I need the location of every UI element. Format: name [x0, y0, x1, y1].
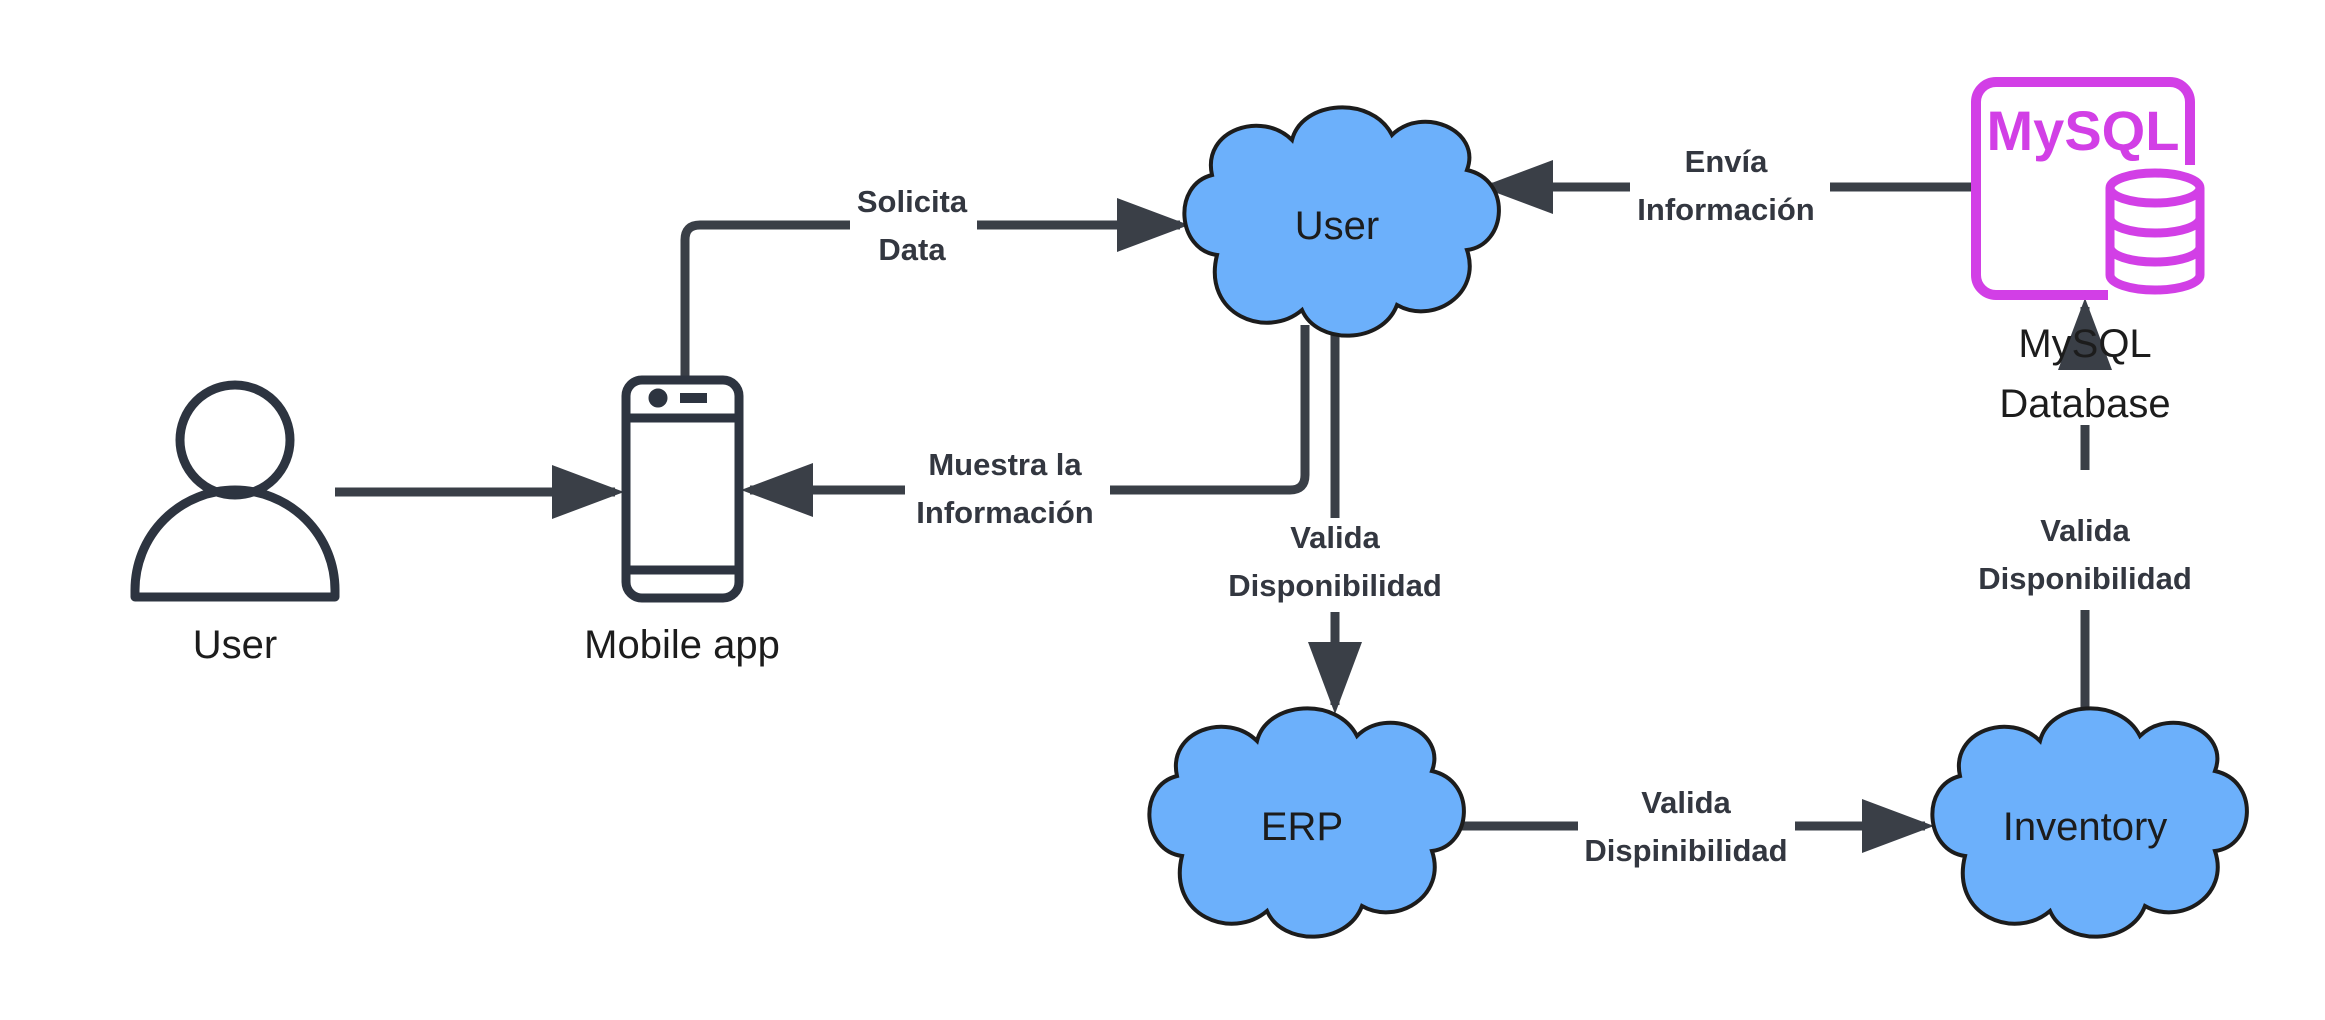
user-cloud-label: User [1295, 204, 1379, 248]
mobile-app-label: Mobile app [584, 623, 780, 667]
edge-label-valida-inventory-line1: Valida [1641, 785, 1731, 820]
edge-label-envia-line2: Información [1637, 192, 1814, 227]
edge-label-valida-mysql-line2: Disponibilidad [1978, 561, 2192, 596]
edge-label-solicita-line2: Data [878, 232, 946, 267]
user-node-label: User [193, 623, 277, 667]
edge-label-valida-inventory-line2: Dispinibilidad [1584, 833, 1787, 868]
inventory-cloud-label: Inventory [2003, 805, 2168, 849]
edge-solicita-data [680, 220, 850, 378]
erp-cloud-label: ERP [1261, 805, 1343, 849]
person-icon [130, 380, 340, 602]
erp-cloud-node[interactable]: ERP [1147, 706, 1466, 939]
mobile-phone-icon [621, 375, 744, 603]
mobile-app-node[interactable]: Mobile app [584, 375, 780, 667]
edge-label-valida-mysql-line1: Valida [2040, 513, 2130, 548]
edge-muestra-informacion [1110, 325, 1310, 495]
edge-label-solicita-line1: Solicita [857, 184, 968, 219]
edge-label-valida-erp-line2: Disponibilidad [1228, 568, 1442, 603]
edge-label-envia-line1: Envía [1685, 144, 1768, 179]
inventory-cloud-node[interactable]: Inventory [1930, 706, 2249, 939]
database-icon [2105, 168, 2205, 295]
edge-label-valida-erp-line1: Valida [1290, 520, 1380, 555]
edges [335, 160, 2112, 853]
edge-label-muestra-line1: Muestra la [928, 447, 1082, 482]
mysql-logo-icon: MySQL [1971, 77, 2203, 300]
mysql-label-line2: Database [1999, 382, 2170, 426]
mysql-label-line1: MySQL [2018, 322, 2151, 366]
user-node[interactable]: User [130, 380, 340, 667]
mysql-logo-text: MySQL [1987, 99, 2180, 162]
edge-labels: Solicita Data Muestra la Información Env… [857, 144, 2192, 868]
edge-label-muestra-line2: Información [916, 495, 1093, 530]
mysql-database-node[interactable]: MySQL MySQL Database [1971, 77, 2205, 426]
user-cloud-node[interactable]: User [1182, 105, 1501, 338]
